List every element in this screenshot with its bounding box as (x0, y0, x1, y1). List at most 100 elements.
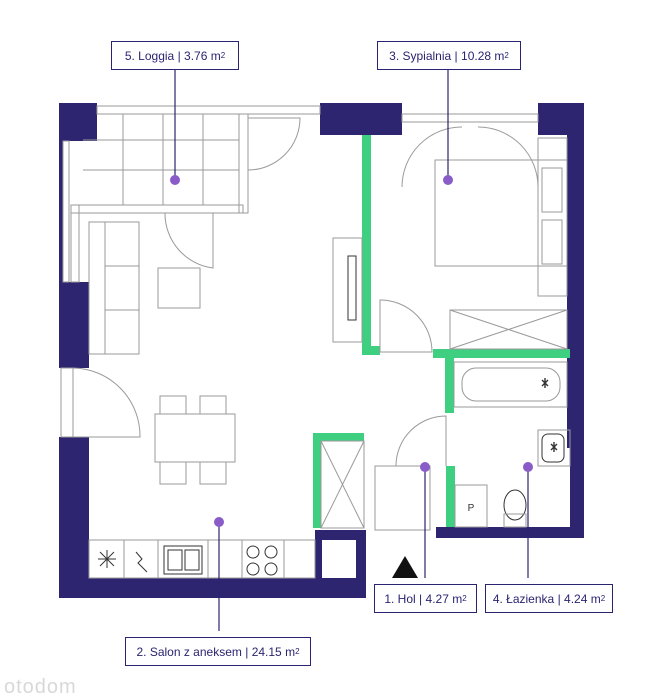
toilet (503, 489, 527, 521)
marker-hol (420, 462, 430, 472)
label-sypialnia-name: 3. Sypialnia (389, 48, 452, 63)
kitchen-sink-basin (184, 549, 200, 571)
tv-screen (347, 255, 357, 321)
wall-left-middle (59, 282, 89, 368)
entrance-arrow-icon (392, 556, 418, 578)
partition-wardrobe-top (313, 433, 364, 441)
label-loggia-area: 3.76 m (184, 48, 221, 63)
bed (434, 159, 568, 267)
label-hol-name: 1. Hol (384, 591, 416, 606)
bed-headboard (537, 137, 568, 297)
loggia-rail (70, 204, 244, 214)
salon-door-swing (164, 212, 214, 269)
partition-bath-top (433, 349, 570, 358)
wall-loggia-corner (59, 103, 97, 141)
bedroom-door-swing-left (401, 126, 463, 188)
loggia-top-window (96, 105, 321, 115)
pillow (541, 167, 563, 213)
leader-lines (174, 69, 529, 631)
toilet-tank (503, 513, 527, 528)
sink-tap-icon (550, 442, 558, 452)
bathtub-inner (461, 367, 561, 402)
wall-right-lower (570, 448, 584, 534)
chair (159, 395, 187, 415)
label-hol-area: 4.27 m (425, 591, 463, 606)
dishwasher-icon (135, 551, 148, 573)
fixtures (60, 105, 571, 579)
watermark: otodom (4, 676, 77, 698)
hall-wardrobe-cross (320, 440, 365, 529)
chair (199, 395, 227, 415)
kitchen-sink-basin (167, 549, 183, 571)
label-sypialnia-area: 10.28 m (461, 48, 505, 63)
stove-burner (264, 545, 278, 559)
sofa (88, 221, 140, 355)
wall-niche (322, 540, 356, 578)
marker-sypialnia (443, 175, 453, 185)
partitions (313, 135, 570, 528)
wardrobe-cross (449, 309, 568, 350)
partition-wardrobe-left (313, 433, 321, 528)
label-salon-name: 2. Salon z aneksem (136, 644, 242, 659)
wall-bottom (59, 578, 366, 598)
chair (199, 461, 227, 485)
stove-burner (246, 545, 260, 559)
toilet-letter: P (468, 503, 475, 514)
room-markers (170, 175, 533, 527)
fixture-details: P (392, 378, 558, 578)
hall-wardrobe (320, 440, 365, 529)
loggia-divider (238, 113, 249, 214)
partition-bedroom-left (362, 135, 371, 355)
wall-right-upper (567, 103, 584, 448)
pillow (541, 219, 563, 265)
marker-lazienka (523, 462, 533, 472)
partition-bedroom-foot (362, 346, 380, 355)
wall-left-thin (59, 141, 63, 282)
tv-cabinet (332, 237, 363, 343)
marker-salon (214, 517, 224, 527)
salon-window (60, 367, 74, 438)
wall-top-middle (320, 103, 402, 135)
partition-bath-lower (446, 466, 455, 527)
label-salon-area: 24.15 m (251, 644, 296, 659)
bedroom-door-swing (379, 299, 433, 353)
ottoman (157, 267, 201, 309)
bedroom-window (401, 113, 539, 123)
partition-bath-left (445, 349, 454, 413)
loggia-rail-vertical (70, 204, 80, 283)
wall-bath-bottom (436, 527, 584, 538)
stove-burner (264, 562, 278, 576)
bathroom-sink (537, 429, 571, 467)
bedroom-door-swing-right (477, 126, 539, 188)
label-lazienka-area: 4.24 m (564, 591, 601, 606)
entrance-door-frame (374, 465, 431, 531)
bathtub-tap-icon (541, 378, 549, 388)
bathroom-door-swing (395, 415, 447, 467)
marker-loggia (170, 175, 180, 185)
kitchen-counter (88, 539, 316, 579)
wall-left-lower (59, 437, 89, 598)
sofa-back (88, 221, 106, 355)
chair (159, 461, 187, 485)
salon-window-swing (72, 367, 141, 438)
label-loggia-name: 5. Loggia (124, 48, 175, 63)
walls (59, 103, 584, 598)
loggia-door-swing (247, 117, 301, 171)
bedroom-wardrobe (449, 309, 568, 350)
bathtub (453, 361, 568, 408)
label-lazienka-name: 4. Łazienka (492, 591, 555, 606)
stove-burner (246, 562, 260, 576)
dining-table (154, 413, 236, 463)
washing-machine (454, 484, 488, 528)
fridge-snowflake-icon (98, 550, 116, 568)
bathroom-sink-basin (541, 433, 565, 463)
loggia-left-window (62, 140, 70, 283)
kitchen-sink (163, 545, 203, 575)
